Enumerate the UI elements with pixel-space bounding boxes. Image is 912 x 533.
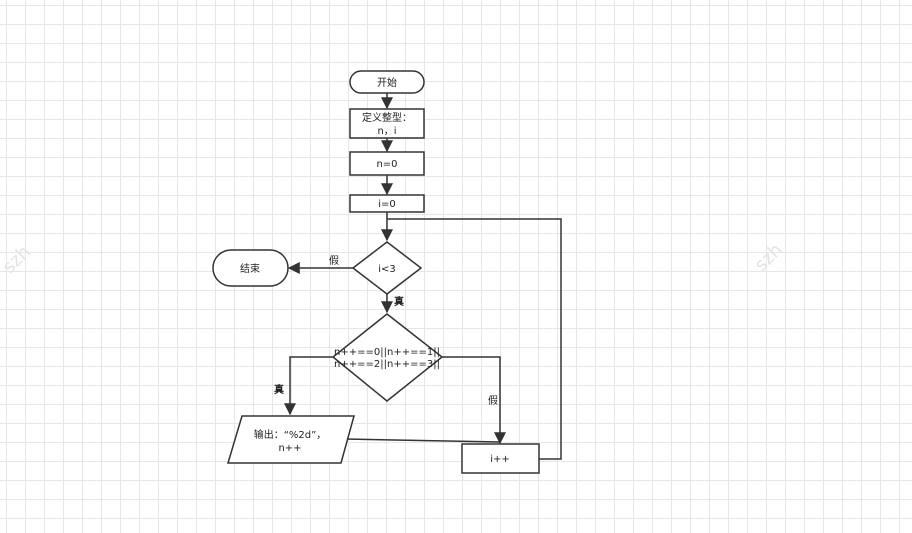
edge-incr-loop-back	[387, 218, 562, 460]
node-start[interactable]: 开始	[349, 70, 425, 94]
node-end-label: 结束	[240, 262, 260, 275]
label-cond-n-false: 假	[488, 394, 498, 407]
node-init-i[interactable]: i=0	[349, 194, 425, 213]
node-start-label: 开始	[377, 76, 397, 89]
node-cond-n-label-line2: n++==2||n++==3||	[334, 359, 440, 370]
edge-cond-n-false-to-incr	[442, 356, 506, 445]
edge-cond-n-true-to-output	[284, 356, 333, 416]
label-cond-i-true: 真	[394, 295, 404, 308]
node-output[interactable]: 输出：“%2d”， n++	[226, 415, 355, 464]
node-end[interactable]: 结束	[212, 249, 289, 287]
node-init-n[interactable]: n=0	[349, 151, 425, 176]
node-cond-n[interactable]: n++==0||n++==1|| n++==2||n++==3||	[331, 313, 444, 402]
node-output-label-line1: 输出：“%2d”，	[254, 428, 327, 441]
node-define-label-line1: 定义整型：	[362, 111, 412, 124]
edge-output-to-incr	[344, 438, 501, 443]
node-init-n-label: n=0	[376, 159, 397, 170]
node-cond-i-label: i<3	[378, 264, 396, 275]
node-init-i-label: i=0	[378, 199, 396, 210]
watermark-right: szh	[751, 239, 787, 275]
label-cond-i-false: 假	[329, 254, 339, 267]
node-define[interactable]: 定义整型： n，i	[349, 108, 425, 139]
watermark-left: szh	[0, 241, 35, 277]
node-output-label-line2: n++	[278, 443, 301, 454]
node-incr-i[interactable]: i++	[461, 443, 540, 474]
node-cond-n-label-line1: n++==0||n++==1||	[334, 347, 440, 358]
node-cond-i[interactable]: i<3	[351, 241, 423, 295]
node-incr-i-label: i++	[490, 454, 510, 465]
node-define-label-line2: n，i	[377, 126, 396, 137]
label-cond-n-true: 真	[274, 383, 284, 396]
